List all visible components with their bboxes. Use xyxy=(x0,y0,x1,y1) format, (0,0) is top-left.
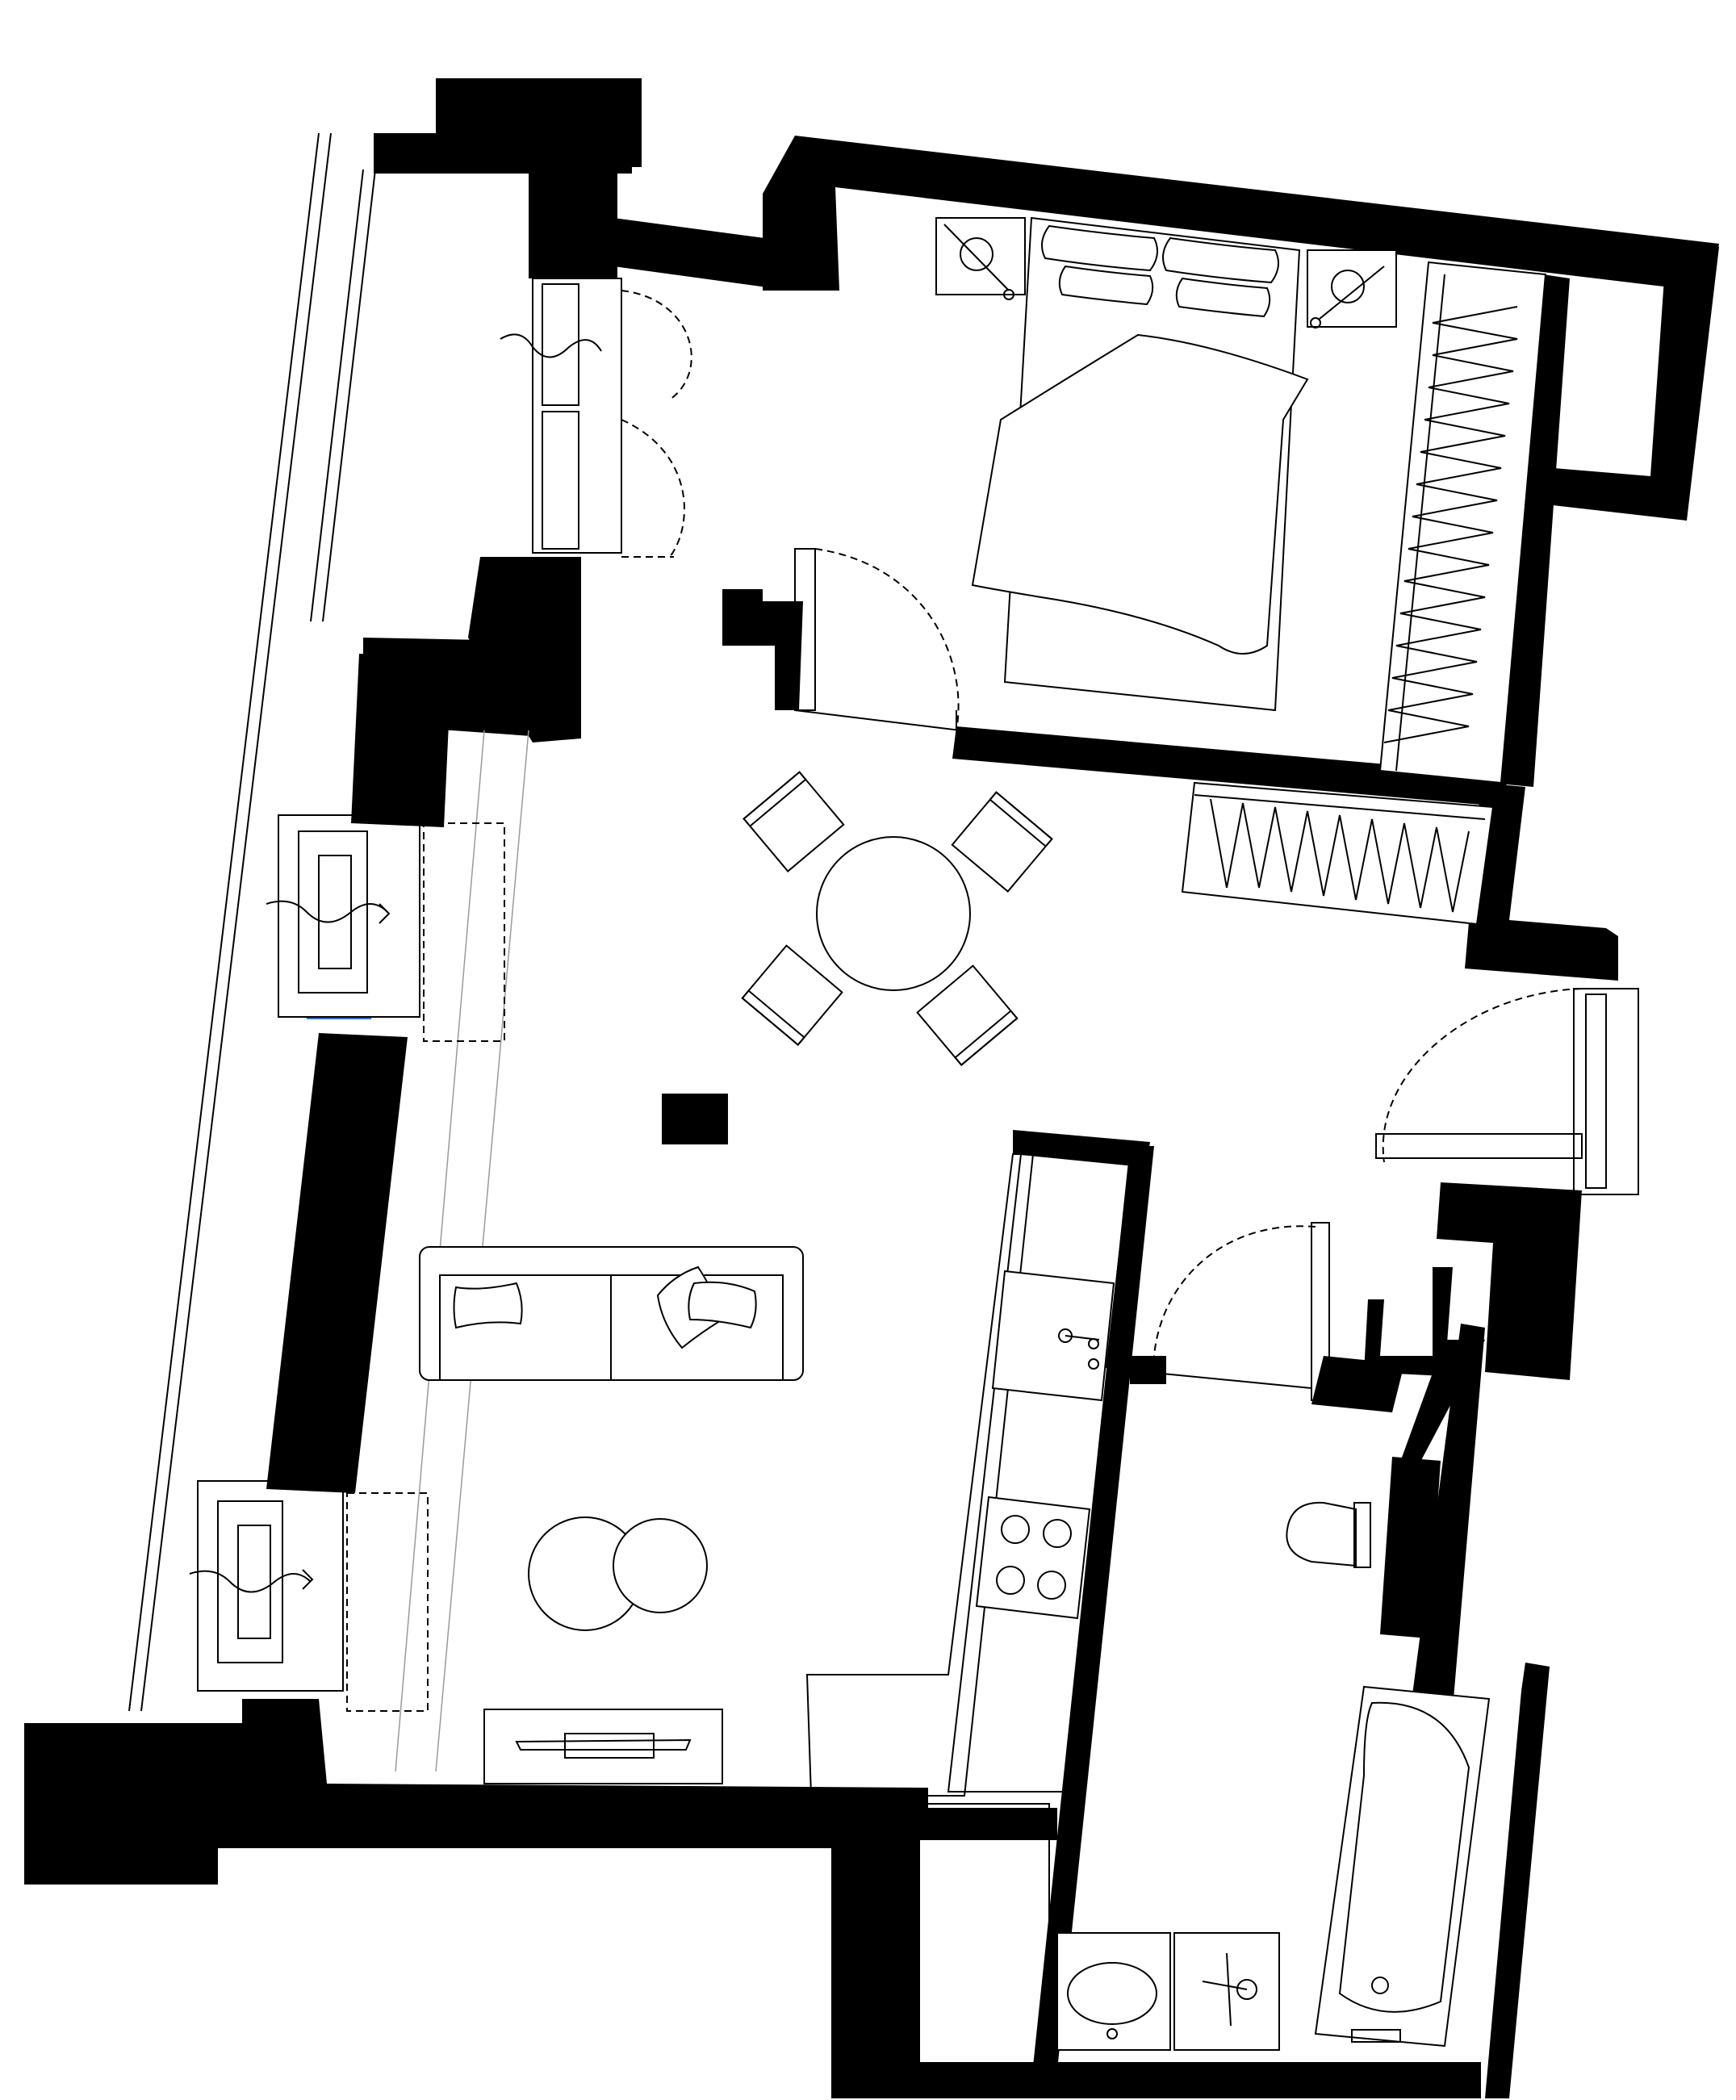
facade-lines xyxy=(128,132,529,1772)
wall-bath-right-upper xyxy=(1396,1340,1485,1477)
window-mid-left xyxy=(266,814,505,1042)
bathroom xyxy=(1056,1222,1491,2051)
entrance-door xyxy=(1375,988,1639,1195)
bedroom xyxy=(794,216,1547,784)
wardrobe-hall xyxy=(1181,781,1495,926)
wall-bath-right-stub xyxy=(1380,1457,1441,1638)
dining-area xyxy=(741,771,1053,1066)
bathtub xyxy=(1314,1685,1491,2048)
kitchen-sink xyxy=(991,1270,1115,1402)
wall-divider-upper xyxy=(1106,1154,1146,1372)
kitchen xyxy=(805,1152,1144,1797)
wall-left-lower xyxy=(266,1033,408,1493)
pillow-4 xyxy=(1175,277,1271,318)
wall-bath-far-right xyxy=(1485,1663,1550,2098)
pillar xyxy=(662,1094,728,1144)
wall-right-bath-top xyxy=(1437,1182,1582,1380)
wall-top-left-pier xyxy=(529,145,617,278)
wall-top-mid xyxy=(613,218,795,291)
cushion-3 xyxy=(688,1281,757,1329)
wardrobe-bedroom xyxy=(1378,261,1547,784)
walls xyxy=(24,78,1719,2098)
pillow-1 xyxy=(1041,224,1158,272)
cooktop xyxy=(975,1496,1091,1620)
wall-bedroom-bottom xyxy=(952,726,1509,807)
window-lower-left xyxy=(189,1480,429,1712)
side-table-2 xyxy=(613,1518,708,1613)
pillow-2 xyxy=(1058,265,1154,306)
wall-bath-stub xyxy=(1311,1356,1404,1412)
kitchen-counter xyxy=(805,1153,1035,1797)
wall-bath-door-jamb xyxy=(1130,1356,1166,1384)
tv-console xyxy=(483,1709,723,1784)
pillow-3 xyxy=(1162,236,1279,284)
dining-table xyxy=(816,836,971,991)
wall-bedroom-top xyxy=(763,136,1719,292)
room-outlines xyxy=(911,710,1050,2071)
wall-bottom-left xyxy=(24,1699,1057,2094)
toilet xyxy=(1286,1501,1357,1567)
hall-wardrobe xyxy=(1181,781,1495,926)
wall-bottom-bath xyxy=(831,1804,1481,2098)
dining-chair-2 xyxy=(951,791,1053,893)
wall-right-upper xyxy=(1546,244,1719,521)
cushion-1 xyxy=(453,1282,523,1329)
duvet xyxy=(971,333,1309,655)
dining-chair-3 xyxy=(741,944,843,1046)
living-area xyxy=(419,1246,804,1784)
nightstand-right xyxy=(1307,249,1397,328)
washing-machine xyxy=(1173,1932,1280,2051)
wall-bedroom-door-pier xyxy=(722,589,803,710)
bathroom-sink-cabinet xyxy=(1056,1932,1171,2051)
wall-right-mid xyxy=(1465,783,1618,981)
window-top-left xyxy=(500,278,692,558)
bedroom-door-leaf xyxy=(794,548,816,711)
dining-chair-1 xyxy=(743,771,845,872)
wall-left-pier-3 xyxy=(351,654,452,827)
